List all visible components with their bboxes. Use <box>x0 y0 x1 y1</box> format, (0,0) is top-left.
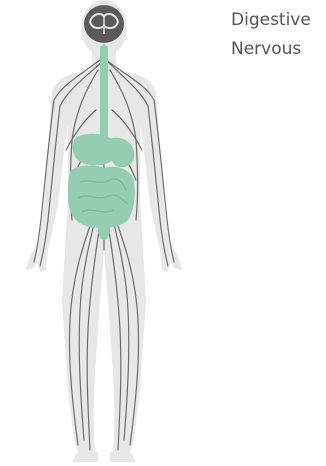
brain <box>84 5 124 43</box>
legend-item-nervous[interactable]: Nervous <box>231 35 311 64</box>
legend-item-digestive[interactable]: Digestive <box>231 6 311 35</box>
legend: Digestive Nervous <box>231 6 311 64</box>
